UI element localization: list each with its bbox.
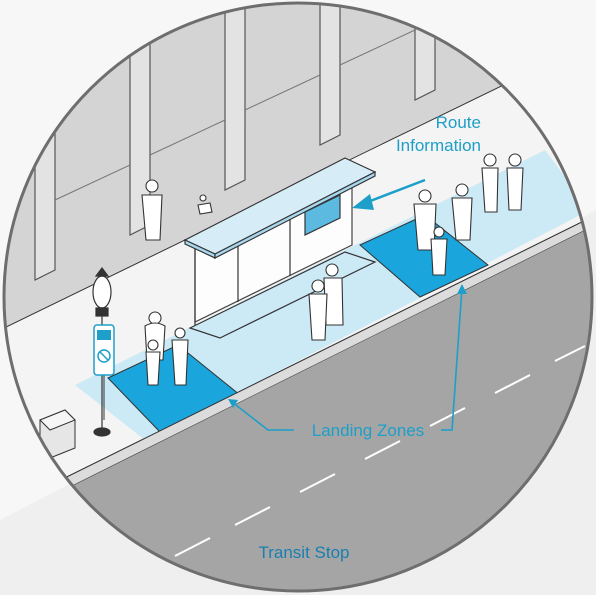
route-information-label-line1: Route	[436, 113, 481, 132]
pedestrian-icon	[323, 263, 344, 326]
pedestrian-icon	[145, 339, 161, 386]
route-info-arrow	[352, 178, 426, 210]
bus-stop-sign-icon	[93, 324, 115, 420]
transit-stop-label: Transit Stop	[258, 543, 349, 562]
landing-zones-label: Landing Zones	[312, 421, 424, 440]
pedestrian-icon	[506, 153, 524, 211]
pedestrian-icon	[481, 153, 499, 213]
landing-zones-callout	[228, 284, 467, 431]
pedestrian-icon	[451, 183, 473, 241]
pedestrian-icon	[171, 327, 189, 386]
route-info-panel	[304, 194, 341, 236]
landing-zone-right	[359, 214, 489, 298]
bus-shelter-icon	[183, 157, 377, 339]
pedestrians	[141, 153, 524, 386]
curb	[4, 214, 592, 523]
street	[4, 225, 592, 591]
route-information-label-line2: Information	[396, 136, 481, 155]
pedestrian-icon	[430, 226, 448, 276]
pedestrian-icon	[308, 279, 328, 341]
pedestrian-icon	[141, 179, 163, 241]
dog-icon	[197, 194, 213, 215]
